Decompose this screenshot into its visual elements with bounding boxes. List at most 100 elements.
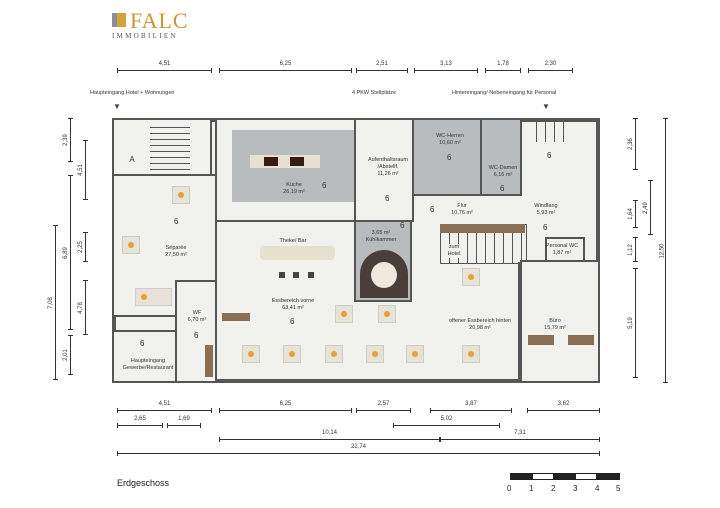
dim-left: 2,25 xyxy=(78,232,88,262)
marker: 6 xyxy=(194,331,199,340)
logo-mark-icon xyxy=(112,13,126,27)
marker: 6 xyxy=(500,184,505,193)
dim-bottom: 2,65 xyxy=(117,416,163,428)
round-table xyxy=(371,262,397,288)
dim-bottom: 7,31 xyxy=(440,430,600,442)
marker: 6 xyxy=(430,205,435,214)
desk xyxy=(528,335,554,345)
dining-table xyxy=(462,268,480,286)
dim-bottom: 5,02 xyxy=(393,416,500,428)
room-label-a: A xyxy=(129,155,135,164)
dining-table xyxy=(406,345,424,363)
dim-top: 2,51 xyxy=(356,61,408,73)
kitchen-island xyxy=(250,155,320,168)
dining-table xyxy=(172,186,190,204)
stove-icon xyxy=(264,157,278,166)
scale-label: 0 xyxy=(507,484,512,493)
dining-table xyxy=(378,305,396,323)
logo-brand: FALC xyxy=(130,8,189,33)
dim-left: 2,39 xyxy=(63,118,73,162)
dining-table xyxy=(335,305,353,323)
dim-right: 1,12 xyxy=(628,237,638,262)
bar-counter xyxy=(260,246,335,260)
room-personal-wc xyxy=(545,237,585,262)
entrance-arrow-icon: ▼ xyxy=(113,102,121,111)
note-rear-entrance: Hintereingang/ Nebeneingang für Personal xyxy=(452,90,557,96)
dim-bottom: 10,14 xyxy=(219,430,440,442)
dim-top: 6,25 xyxy=(219,61,352,73)
marker: 6 xyxy=(385,194,390,203)
note-entrance-hotel: Haupteingang Hotel + Wohnungen xyxy=(90,90,175,96)
scale-label: 5 xyxy=(616,484,621,493)
wall xyxy=(518,262,521,383)
dim-bottom: 22,74 xyxy=(117,444,600,456)
floor-title: Erdgeschoss xyxy=(117,478,170,488)
stove-icon xyxy=(290,157,304,166)
scale-label: 1 xyxy=(529,484,534,493)
entrance-arrow-icon: ▼ xyxy=(542,102,550,111)
dim-right: 2,49 xyxy=(643,180,653,235)
dim-bottom: 4,51 xyxy=(117,401,212,413)
dim-right: 2,36 xyxy=(628,118,638,170)
dining-table xyxy=(325,345,343,363)
marker: 6 xyxy=(543,223,548,232)
dim-top: 4,51 xyxy=(117,61,212,73)
room-buero xyxy=(520,260,600,383)
marker: 6 xyxy=(140,339,145,348)
dining-table xyxy=(283,345,301,363)
dim-bottom: 6,25 xyxy=(219,401,352,413)
rear-staircase xyxy=(528,122,564,142)
room-wc-damen xyxy=(480,118,522,196)
room-label-aufenthalt: Aufenthaltsraum/Abstellf.11,26 m² xyxy=(367,157,409,177)
marker: 6 xyxy=(547,151,552,160)
stair-landing xyxy=(440,224,525,233)
scale-label: 3 xyxy=(573,484,578,493)
dim-right: 12,50 xyxy=(660,118,668,383)
dining-table xyxy=(366,345,384,363)
dim-right: 5,19 xyxy=(628,268,638,378)
marker: 6 xyxy=(400,221,405,230)
scale-bar xyxy=(510,473,620,480)
dim-top: 2,30 xyxy=(528,61,573,73)
marker: 6 xyxy=(322,181,327,190)
dim-top: 3,13 xyxy=(414,61,478,73)
logo-sub: IMMOBILIEN xyxy=(112,32,178,40)
dining-table xyxy=(462,345,480,363)
dim-left: 2,01 xyxy=(63,335,73,375)
scale-label: 2 xyxy=(551,484,556,493)
dim-bottom: 3,87 xyxy=(430,401,512,413)
dim-top: 1,78 xyxy=(485,61,521,73)
dim-right: 1,64 xyxy=(628,200,638,228)
marker: 6 xyxy=(447,153,452,162)
dim-bottom: 1,69 xyxy=(167,416,201,428)
dim-bottom: 2,57 xyxy=(356,401,411,413)
dim-left: 4,78 xyxy=(78,280,88,335)
room-label-theke: Theke/ Bar xyxy=(279,238,307,244)
marker: 6 xyxy=(174,217,179,226)
dining-table xyxy=(135,288,172,306)
scale-label: 4 xyxy=(595,484,600,493)
staircase xyxy=(150,122,190,170)
room-haupteingang xyxy=(112,330,177,383)
dim-bottom: 3,62 xyxy=(527,401,600,413)
marker: 6 xyxy=(290,317,295,326)
dim-left: 4,51 xyxy=(78,140,88,200)
dim-left: 6,89 xyxy=(63,175,73,330)
dim-left: 7,08 xyxy=(48,225,58,380)
dining-table xyxy=(242,345,260,363)
desk xyxy=(568,335,594,345)
